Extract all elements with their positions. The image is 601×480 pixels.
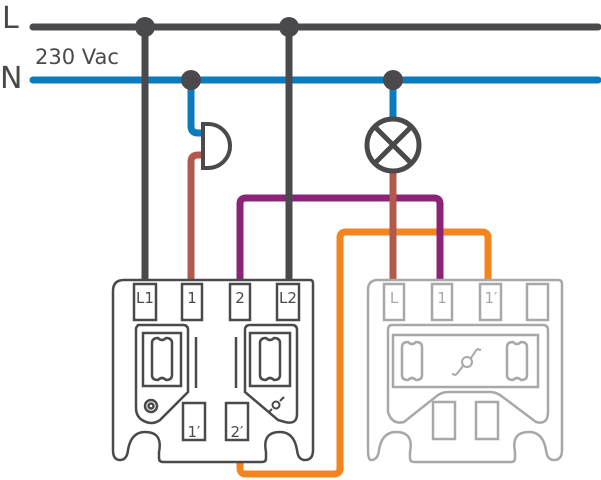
- junction-dot: [135, 17, 155, 37]
- pushbutton-icon: [201, 122, 232, 170]
- terminal-2-prime: 2′: [231, 423, 245, 441]
- voltage-label: 230 Vac: [35, 45, 119, 69]
- right-device-terminal-labels: L 1 1′: [390, 289, 498, 307]
- terminal-l1: L1: [136, 289, 154, 307]
- junction-dot: [383, 70, 403, 90]
- neutral-drop-pushbutton: [187, 80, 203, 137]
- terminal-l2: L2: [279, 289, 297, 307]
- terminal-2: 2: [235, 289, 245, 307]
- line-label: L: [2, 1, 19, 36]
- junction-dot: [279, 17, 299, 37]
- left-switch-device: [111, 278, 315, 464]
- terminal-1: 1: [437, 289, 447, 307]
- junction-dot: [181, 70, 201, 90]
- orange-wire: [236, 228, 492, 478]
- neutral-label: N: [0, 61, 22, 96]
- purple-wire: [236, 194, 444, 280]
- terminal-l: L: [390, 289, 399, 307]
- terminal-1-prime: 1′: [485, 289, 499, 307]
- left-device-terminal-labels: L1 1 2 L2 1′ 2′: [136, 289, 297, 441]
- terminal-1-prime: 1′: [188, 423, 202, 441]
- terminal-1: 1: [187, 289, 197, 307]
- lamp-icon: [364, 116, 422, 174]
- brown-wire-pushbutton: [187, 151, 203, 280]
- right-switch-device: [366, 278, 564, 464]
